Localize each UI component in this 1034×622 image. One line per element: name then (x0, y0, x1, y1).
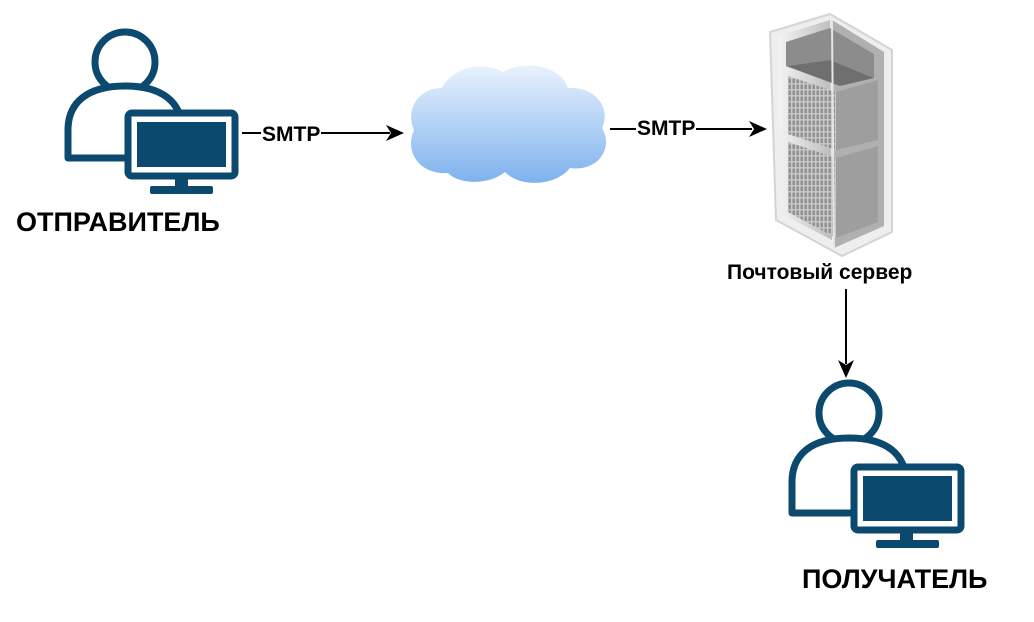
edge-arrowhead (386, 125, 404, 141)
sender-user-computer-icon (64, 28, 239, 194)
edge-arrowhead (749, 121, 767, 137)
edge-label-smtp-2: SMTP (636, 117, 697, 140)
recipient-label: ПОЛУЧАТЕЛЬ (802, 564, 988, 594)
server-label: Почтовый сервер (727, 261, 913, 284)
sender-monitor-icon (124, 109, 239, 194)
edge-arrowhead (838, 360, 854, 378)
recipient-person-head (815, 379, 883, 447)
sender-label: ОТПРАВИТЕЛЬ (16, 207, 220, 237)
server-rack-icon (768, 12, 893, 258)
edge-server-to-recipient (838, 289, 854, 378)
cloud-icon (411, 65, 607, 183)
recipient-monitor-icon (850, 463, 965, 548)
edge-label-smtp-1: SMTP (261, 123, 322, 146)
recipient-user-computer-icon (788, 379, 965, 548)
